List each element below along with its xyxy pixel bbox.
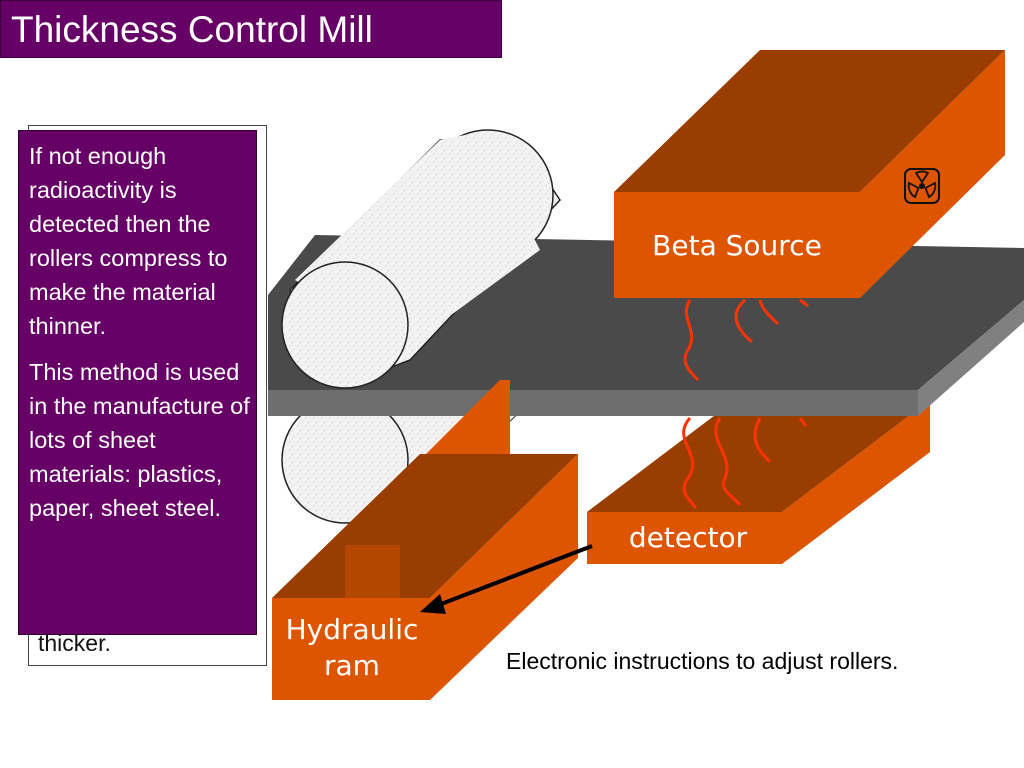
hydraulic-ram-label-line-2: ram xyxy=(324,649,380,682)
detector-box xyxy=(587,400,930,564)
upper-roller xyxy=(281,129,561,389)
hydraulic-ram-label: Hydraulic ram xyxy=(272,612,432,684)
beta-rays-lower xyxy=(682,416,808,509)
title-bar: Thickness Control Mill xyxy=(0,0,502,58)
beta-rays-upper xyxy=(683,298,809,382)
hydraulic-ram xyxy=(272,380,578,700)
info-paragraph-2: This method is used in the manufacture o… xyxy=(29,359,250,521)
info-panel: If not enough radioactivity is detected … xyxy=(18,130,257,635)
signal-arrow xyxy=(420,544,593,614)
radiation-hazard-icon xyxy=(904,168,940,204)
beta-source-label: Beta Source xyxy=(652,229,822,262)
hydraulic-ram-label-line-1: Hydraulic xyxy=(285,613,419,646)
caption-text: Electronic instructions to adjust roller… xyxy=(506,648,899,674)
info-paragraph-1: If not enough radioactivity is detected … xyxy=(29,143,228,339)
detector-label: detector xyxy=(628,521,748,554)
page-title: Thickness Control Mill xyxy=(11,9,373,50)
